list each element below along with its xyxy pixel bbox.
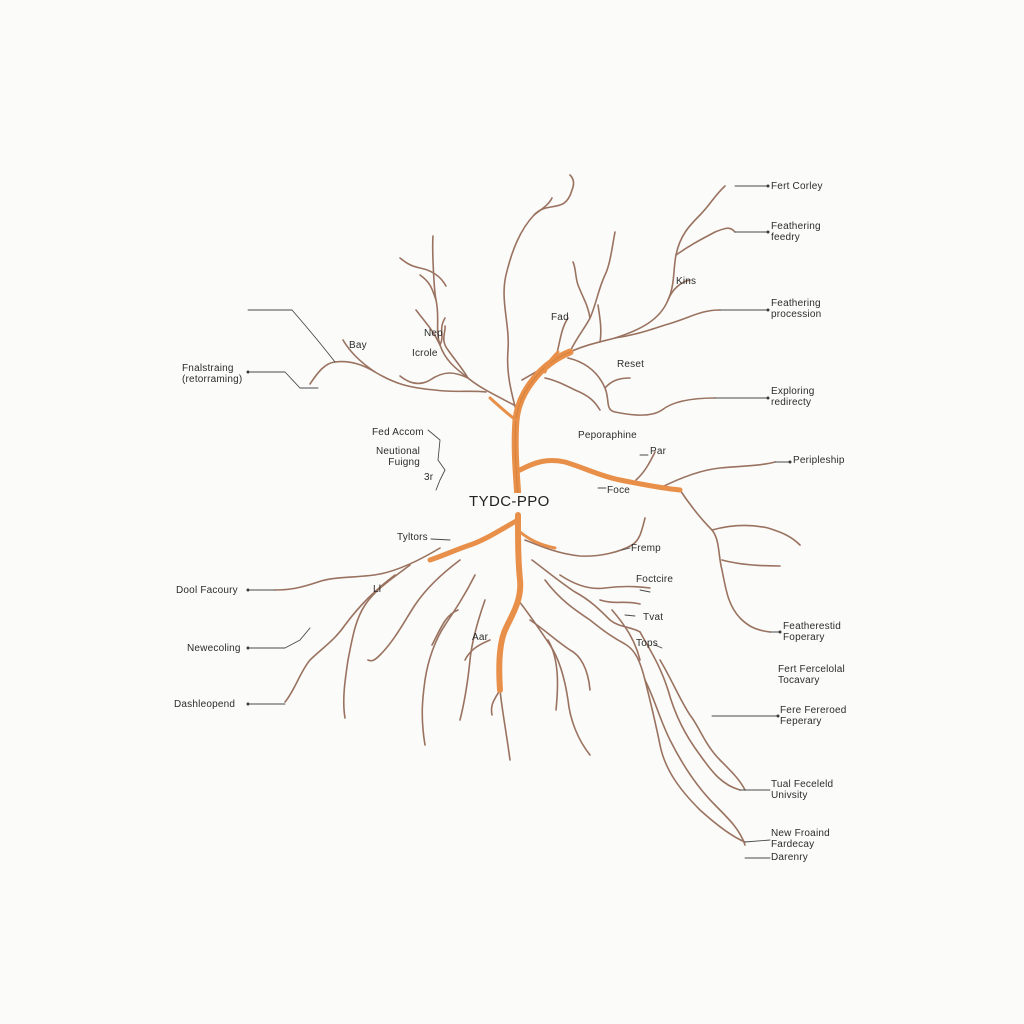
label-fert-fercelolal-tocavary: Fert Fercelolal Tocavary [778, 664, 845, 686]
label-tyltors: Tyltors [397, 532, 428, 543]
leader-lines [247, 185, 791, 859]
lower-branches [274, 517, 746, 846]
label-fere-fereroed-feperary: Fere Fereroed Feperary [780, 705, 847, 727]
label-3r: 3r [424, 472, 434, 483]
label-dashleopend: Dashleopend [174, 699, 236, 710]
main-trunk [427, 348, 683, 693]
label-ll: Ll [373, 584, 382, 595]
label-fed-accom: Fed Accom [372, 427, 424, 438]
label-foce: Foce [607, 485, 631, 496]
label-tual-feceleld-univsity: Tual Feceleld Univsity [771, 779, 834, 801]
label-exploring-redirecty: Exploring redirecty [771, 386, 815, 408]
leader-dots [246, 184, 792, 718]
label-neutional-fuigng: Neutional Fuigng [376, 446, 421, 468]
label-icrole: Icrole [412, 348, 438, 359]
label-darenry: Darenry [771, 852, 808, 863]
label-fert-corley: Fert Corley [771, 181, 823, 192]
label-reset: Reset [617, 359, 645, 370]
label-feathering-feedry: Feathering feedry [771, 221, 821, 243]
label-feathering-procession: Feathering procession [771, 298, 822, 320]
label-kins: Kins [676, 276, 697, 287]
label-bay: Bay [349, 340, 367, 351]
label-fremp: Fremp [631, 543, 661, 554]
label-peporaphine: Peporaphine [578, 430, 637, 441]
center-label: TYDC-PPO [466, 493, 553, 511]
label-aar: Aar [472, 632, 489, 643]
mid-right-branches [635, 451, 801, 633]
label-tops: Tops [636, 638, 658, 649]
label-fad: Fad [551, 312, 569, 323]
label-new-froaind-fardecay: New Froaind Fardecay [771, 828, 830, 850]
label-fnalstraing: Fnalstraing (retorraming) [182, 363, 243, 385]
label-par: Par [650, 446, 667, 457]
label-dool-facoury: Dool Facoury [176, 585, 238, 596]
label-newecoling: Newecoling [187, 643, 241, 654]
label-foctcire: Foctcire [636, 574, 674, 585]
upper-branches [309, 174, 736, 419]
label-peripleship: Peripleship [793, 455, 845, 466]
label-featherestid-foperary: Featherestid Foperary [783, 621, 841, 643]
label-tvat: Tvat [643, 612, 664, 623]
label-nep: Nep [424, 328, 443, 339]
